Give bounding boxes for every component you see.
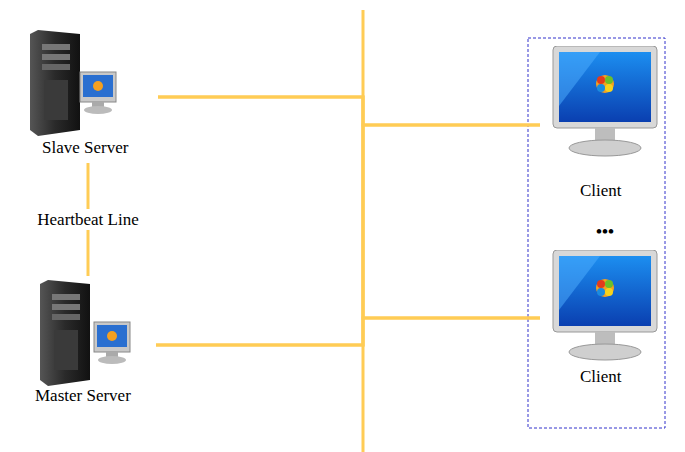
- server-node: Master Server: [10, 276, 156, 410]
- node-label: Client: [580, 181, 622, 201]
- server-node: Slave Server: [12, 25, 158, 163]
- client-monitor-icon: [540, 46, 662, 204]
- network-link: [156, 318, 540, 345]
- network-link: [158, 97, 540, 125]
- node-label: Client: [580, 367, 622, 387]
- network-link: [158, 97, 540, 318]
- link-label: Heartbeat Line: [35, 209, 140, 231]
- node-label: Slave Server: [42, 138, 128, 158]
- client-node: Client: [540, 46, 662, 204]
- client-group-frame: [528, 38, 665, 428]
- ellipsis-mark: •••: [596, 222, 614, 242]
- network-link: [156, 125, 540, 345]
- client-node: Client: [540, 250, 662, 390]
- node-label: Master Server: [35, 386, 131, 406]
